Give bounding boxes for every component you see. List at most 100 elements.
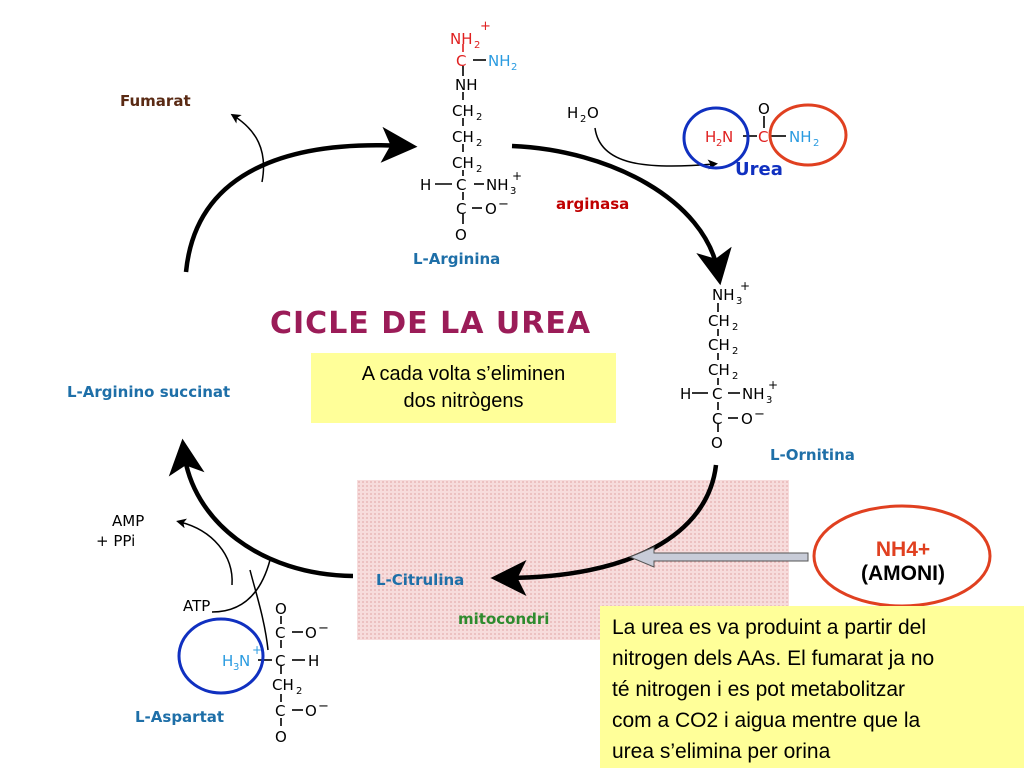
diagram-title: CICLE DE LA UREA [270,306,592,341]
svg-text:CH: CH [452,128,474,146]
urea-structure [743,116,786,137]
info-line-1: A cada volta s’eliminen [361,363,566,385]
svg-text:C: C [275,702,285,720]
svg-text:3: 3 [510,186,516,197]
info-line-2: dos nitrògens [403,390,524,412]
svg-text:O: O [711,434,723,452]
svg-text:CH: CH [708,336,730,354]
ammonium-inflow-arrow [628,546,809,568]
aspartate-input-curve [249,569,269,651]
svg-text:−: − [318,621,329,636]
svg-text:O: O [305,702,317,720]
svg-text:H: H [680,385,691,403]
svg-text:2: 2 [296,686,302,697]
svg-text:2: 2 [511,62,517,73]
aspartate-amino-circle [177,617,265,695]
svg-text:CH: CH [272,676,294,694]
svg-text:H: H [567,104,578,122]
svg-text:CH: CH [452,154,474,172]
svg-text:H: H [222,652,233,670]
water-input-arrow [594,127,718,170]
urea-amino-circle-red [768,103,848,167]
svg-text:N: N [722,128,733,146]
svg-text:O: O [741,410,753,428]
svg-text:2: 2 [732,322,738,333]
note-line-2: nitrogen dels AAs. El fumarat ja no [612,647,935,670]
cycle-arrow-citrulline-to-argininosuccinate [168,438,354,579]
svg-text:NH: NH [450,30,473,48]
label-l-aspartat: L-Aspartat [135,708,225,726]
label-l-citrulina: L-Citrulina [376,571,465,589]
svg-text:−: − [754,407,765,422]
svg-text:NH: NH [455,76,478,94]
note-line-3: té nitrogen i es pot metabolitzar [612,678,905,701]
aspartate-structure [258,616,305,726]
ammonium-formula: NH4+ [875,538,931,561]
ornithine-structure [692,303,740,432]
svg-text:2: 2 [476,164,482,175]
label-fumarat: Fumarat [120,92,191,110]
svg-text:N: N [239,652,250,670]
cofactor-atp: ATP [183,597,211,615]
svg-text:3: 3 [736,296,742,307]
ammonium-name: (AMONI) [861,562,945,585]
urea-amino-circle-blue [682,106,750,170]
label-urea: Urea [735,159,783,180]
note-box: La urea es va produint a partir del nitr… [600,606,1024,768]
amp-release-arrow [176,518,233,586]
svg-text:O: O [758,100,770,118]
svg-text:2: 2 [716,138,722,149]
svg-text:H: H [705,128,716,146]
svg-text:C: C [456,200,466,218]
svg-text:C: C [456,176,466,194]
svg-text:NH: NH [742,385,765,403]
svg-text:−: − [318,699,329,714]
svg-text:3: 3 [766,395,772,406]
svg-text:2: 2 [732,346,738,357]
svg-text:C: C [275,652,285,670]
svg-text:+: + [740,279,750,293]
cycle-arrow-arginine-to-ornithine [511,143,732,286]
svg-text:H: H [420,176,431,194]
svg-text:−: − [498,197,509,212]
svg-text:+: + [512,169,522,183]
svg-text:NH: NH [486,176,509,194]
svg-text:+: + [252,643,262,657]
svg-text:C: C [712,385,722,403]
note-line-5: urea s’elimina per orina [612,740,831,763]
svg-text:CH: CH [452,102,474,120]
svg-text:NH: NH [712,286,735,304]
svg-text:2: 2 [732,371,738,382]
label-l-arginino-succinat: L-Arginino succinat [67,383,231,401]
cofactor-ppi: + PPi [96,532,136,550]
ammonium-label: NH4+ (AMONI) [848,538,958,586]
svg-text:2: 2 [580,114,586,125]
svg-text:O: O [305,624,317,642]
svg-text:O: O [455,226,467,244]
svg-text:O: O [275,600,287,618]
enzyme-arginasa: arginasa [556,195,630,213]
svg-text:3: 3 [233,662,239,673]
arginine-structure [435,44,486,224]
svg-text:C: C [758,128,768,146]
svg-text:O: O [275,728,287,746]
cofactor-amp: AMP [112,512,145,530]
svg-text:C: C [456,52,466,70]
note-line-1: La urea es va produint a partir del [612,616,927,639]
label-l-arginina: L-Arginina [413,250,501,268]
svg-text:O: O [485,200,497,218]
label-l-ornitina: L-Ornitina [770,446,855,464]
svg-text:C: C [712,410,722,428]
svg-text:CH: CH [708,361,730,379]
svg-text:2: 2 [813,138,819,149]
svg-text:2: 2 [474,40,480,51]
svg-text:NH: NH [488,52,511,70]
compartment-mitocondri: mitocondri [458,610,550,628]
svg-text:CH: CH [708,312,730,330]
